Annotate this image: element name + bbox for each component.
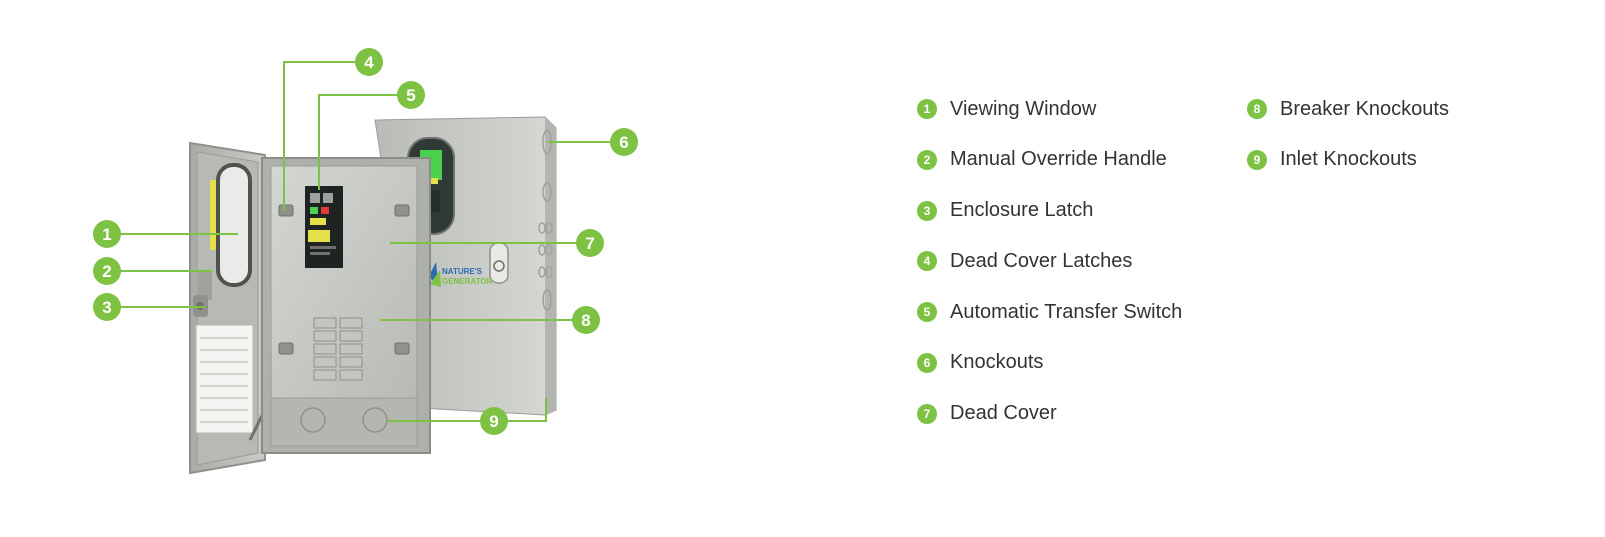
- open-door: [189, 141, 274, 475]
- legend-label: Inlet Knockouts: [1280, 148, 1417, 171]
- legend-number: 3: [917, 200, 937, 221]
- inlet-knockouts: [300, 407, 388, 433]
- brand-line1: NATURE'S: [442, 267, 483, 276]
- callout-8: 8: [572, 306, 600, 334]
- callout-5: 5: [397, 81, 425, 109]
- callout-9-number: 9: [489, 412, 498, 431]
- legend-number: 8: [1247, 99, 1267, 119]
- legend-label: Dead Cover: [950, 402, 1057, 425]
- side-knockouts: [538, 129, 553, 311]
- legend-item-manual-override-handle: 2 Manual Override Handle: [917, 147, 1182, 173]
- callout-2-number: 2: [102, 262, 111, 281]
- legend-number: 2: [917, 149, 937, 170]
- callout-4: 4: [355, 48, 383, 76]
- legend-item-inlet-knockouts: 9 Inlet Knockouts: [1247, 147, 1449, 173]
- legend-item-knockouts: 6 Knockouts: [917, 350, 1182, 376]
- callout-4-number: 4: [364, 53, 374, 72]
- brand-line2: GENERATOR: [442, 277, 493, 286]
- callout-7: 7: [576, 229, 604, 257]
- callout-8-number: 8: [581, 311, 590, 330]
- legend-label: Dead Cover Latches: [950, 249, 1133, 272]
- callout-3-number: 3: [102, 298, 111, 317]
- door-viewing-window: [216, 163, 252, 287]
- legend-number: 4: [917, 251, 937, 272]
- legend-label: Manual Override Handle: [950, 148, 1167, 171]
- dead-cover-latches: [278, 204, 410, 355]
- legend-label: Enclosure Latch: [950, 199, 1094, 222]
- callout-9: 9: [480, 407, 508, 435]
- legend-number: 7: [917, 403, 937, 424]
- callout-6-number: 6: [619, 133, 628, 152]
- legend-item-viewing-window: 1 Viewing Window: [917, 96, 1182, 122]
- legend-label: Breaker Knockouts: [1280, 97, 1449, 120]
- callout-lines: [120, 61, 610, 422]
- callout-1: 1: [93, 220, 121, 248]
- transfer-switch-diagram: NATURE'S GENERATOR: [93, 48, 638, 475]
- legend-label: Automatic Transfer Switch: [950, 300, 1183, 323]
- door-handle: [489, 242, 509, 284]
- legend-number: 9: [1247, 149, 1267, 170]
- legend-label: Viewing Window: [950, 97, 1097, 120]
- wiring-label-sheet: [195, 324, 254, 434]
- callout-6: 6: [610, 128, 638, 156]
- legend-item-enclosure-latch: 3 Enclosure Latch: [917, 198, 1182, 224]
- callout-7-number: 7: [585, 234, 594, 253]
- legend-number: 5: [917, 302, 937, 323]
- callout-2: 2: [93, 257, 121, 285]
- callout-3: 3: [93, 293, 121, 321]
- legend-item-dead-cover: 7 Dead Cover: [917, 401, 1182, 427]
- legend-number: 6: [917, 352, 937, 373]
- legend-label: Knockouts: [950, 351, 1044, 374]
- breaker-knockouts: [313, 317, 363, 381]
- legend-number: 1: [917, 99, 937, 119]
- callout-1-number: 1: [102, 225, 111, 244]
- legend-item-dead-cover-latches: 4 Dead Cover Latches: [917, 248, 1182, 274]
- legend-column-2: 8 Breaker Knockouts 9 Inlet Knockouts: [1247, 96, 1449, 198]
- open-enclosure: [261, 157, 431, 454]
- legend-item-breaker-knockouts: 8 Breaker Knockouts: [1247, 96, 1449, 122]
- callout-5-number: 5: [406, 86, 415, 105]
- legend-item-automatic-transfer-switch: 5 Automatic Transfer Switch: [917, 299, 1182, 325]
